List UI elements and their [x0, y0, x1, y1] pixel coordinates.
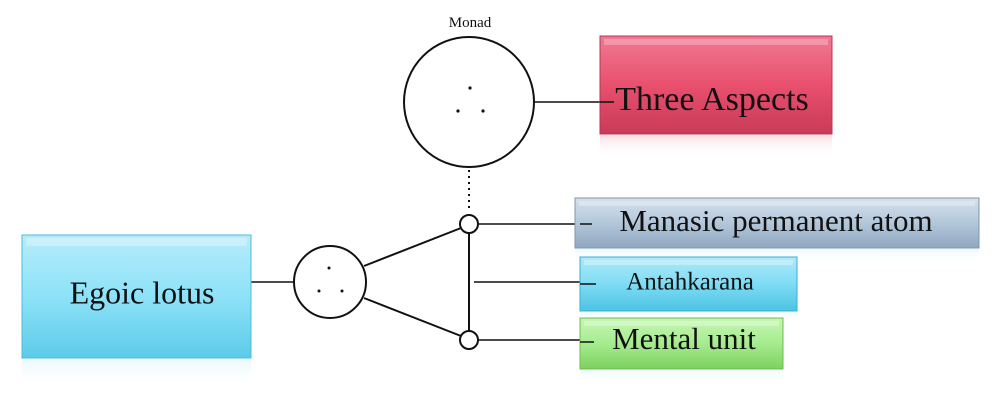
- manasic-atom-box: Manasic permanent atom: [574, 197, 980, 263]
- monad-circle: [403, 36, 535, 168]
- triad-structure: [363, 227, 470, 337]
- manasic-atom-node: [459, 214, 479, 234]
- mental-unit-label: Mental unit: [612, 321, 756, 356]
- mental-unit-box: Mental unit: [579, 317, 784, 384]
- antahkarana-box: Antahkarana: [579, 256, 798, 322]
- antahkarana-label: Antahkarana: [626, 269, 754, 296]
- manasic-atom-label: Manasic permanent atom: [619, 203, 932, 238]
- three-aspects-label: Three Aspects: [615, 81, 809, 118]
- ego-circle: [293, 245, 367, 319]
- three-aspects-box: Three Aspects: [599, 35, 833, 157]
- mental-unit-node: [459, 330, 479, 350]
- egoic-lotus-box: Egoic lotus: [21, 234, 252, 389]
- egoic-lotus-label: Egoic lotus: [70, 274, 215, 310]
- monad-label: Monad: [449, 15, 492, 31]
